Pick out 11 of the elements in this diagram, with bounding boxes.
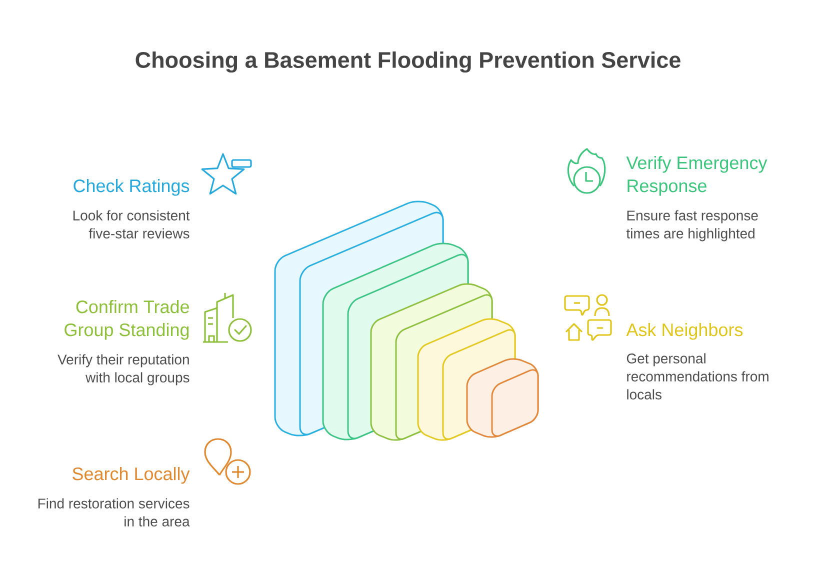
item-description: Verify their reputation with local groups — [58, 354, 190, 386]
title: Choosing a Basement Flooding Prevention Service — [136, 51, 680, 73]
item-heading: Check Ratings — [74, 179, 190, 196]
item-heading: Ask Neighbors — [626, 323, 743, 340]
item-description: Ensure fast response times are highlighted — [626, 210, 758, 242]
item-description: Find restoration services in the area — [38, 498, 190, 526]
item-description: Get personal recommendations from locals — [626, 353, 768, 400]
item-heading: Verify Emergency Response — [626, 156, 768, 196]
item-heading: Confirm Trade Group Standing — [64, 300, 189, 340]
item-heading: Search Locally — [72, 467, 190, 484]
item-description: Look for consistent five-star reviews — [73, 210, 190, 238]
